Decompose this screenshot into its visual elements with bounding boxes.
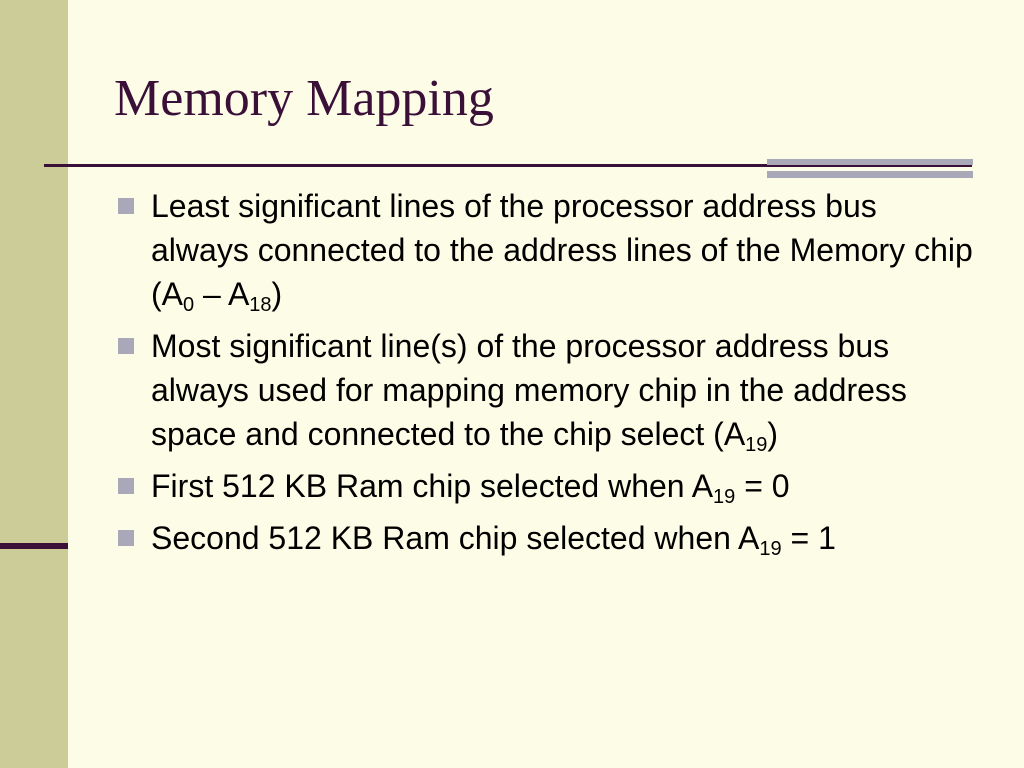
bullet-text-segment: )	[767, 416, 779, 452]
bullet-item: Least significant lines of the processor…	[114, 184, 974, 316]
bullet-text-segment: – A	[194, 276, 250, 312]
bullet-text-segment: )	[271, 276, 283, 312]
subscript: 19	[713, 486, 736, 508]
square-bullet-icon	[118, 530, 134, 546]
title-underline	[44, 164, 972, 167]
bullet-text-segment: Second 512 KB Ram chip selected when A	[151, 520, 760, 556]
subscript: 19	[745, 434, 768, 456]
side-band	[0, 0, 68, 768]
bullet-item: Second 512 KB Ram chip selected when A19…	[114, 516, 974, 560]
bullet-text-segment: = 0	[735, 468, 790, 504]
title-accent-bar-lower	[767, 171, 973, 178]
bullet-text-segment: First 512 KB Ram chip selected when A	[151, 468, 714, 504]
side-accent-bar	[0, 543, 68, 549]
bullet-text-segment: = 1	[781, 520, 836, 556]
square-bullet-icon	[118, 198, 134, 214]
bullet-text-segment: Least significant lines of the processor…	[151, 188, 973, 312]
square-bullet-icon	[118, 338, 134, 354]
square-bullet-icon	[118, 478, 134, 494]
slide-title: Memory Mapping	[114, 70, 494, 127]
title-accent-bar	[767, 159, 973, 165]
bullet-item: Most significant line(s) of the processo…	[114, 324, 974, 456]
bullet-text-segment: Most significant line(s) of the processo…	[151, 328, 907, 452]
subscript: 0	[183, 294, 195, 316]
subscript: 18	[249, 294, 272, 316]
subscript: 19	[759, 538, 782, 560]
bullet-item: First 512 KB Ram chip selected when A19 …	[114, 464, 974, 508]
bullet-list: Least significant lines of the processor…	[114, 184, 974, 568]
